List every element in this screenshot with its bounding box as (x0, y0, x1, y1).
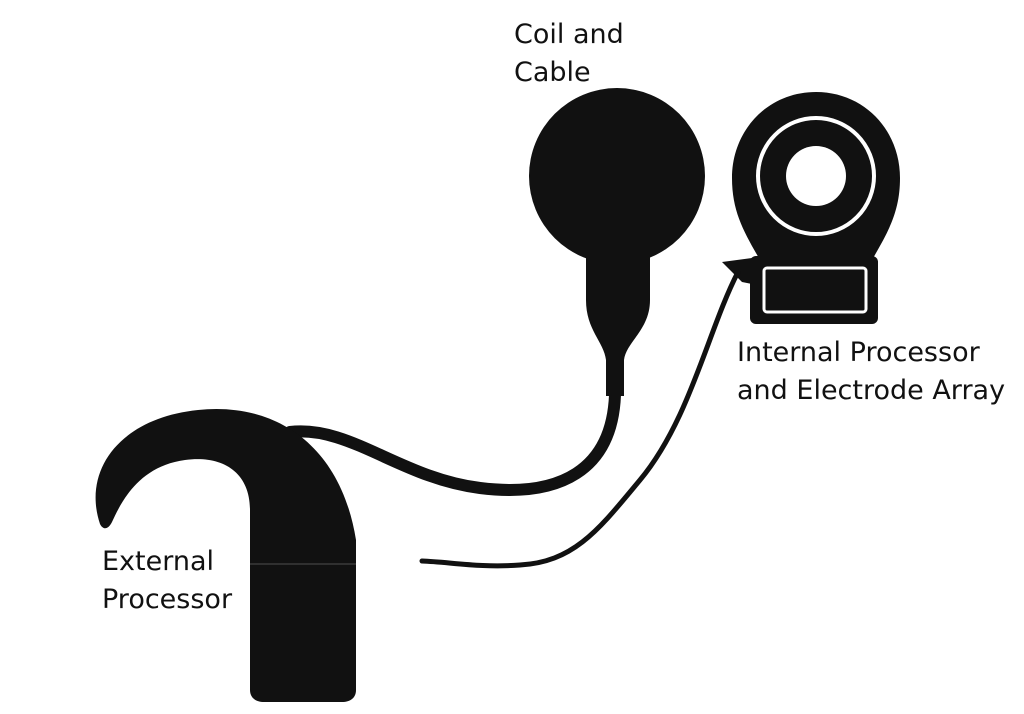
label-external-line-1: External (102, 546, 215, 577)
internal-stimulator-window (762, 266, 868, 314)
electrode-array-lead (419, 269, 741, 569)
label-external-line-2: Processor (102, 584, 233, 615)
external-processor-ear-hook (95, 408, 357, 564)
internal-stimulator-body (750, 256, 878, 324)
coil-cable (284, 389, 621, 496)
label-coil-and-cable: Coil and Cable (514, 16, 624, 92)
internal-receiver-magnet (786, 146, 846, 206)
internal-receiver-ring (756, 116, 876, 236)
coil-plug (586, 245, 650, 396)
label-internal-line-1: Internal Processor (737, 337, 980, 368)
label-internal-line-2: and Electrode Array (737, 375, 1006, 406)
label-internal-processor: Internal Processor and Electrode Array (737, 334, 1005, 410)
label-external-processor: External Processor (102, 543, 232, 619)
external-processor-body (250, 564, 356, 702)
label-coil-line-2: Cable (514, 57, 591, 88)
coil-disc (529, 88, 705, 264)
label-coil-line-1: Coil and (514, 19, 624, 50)
